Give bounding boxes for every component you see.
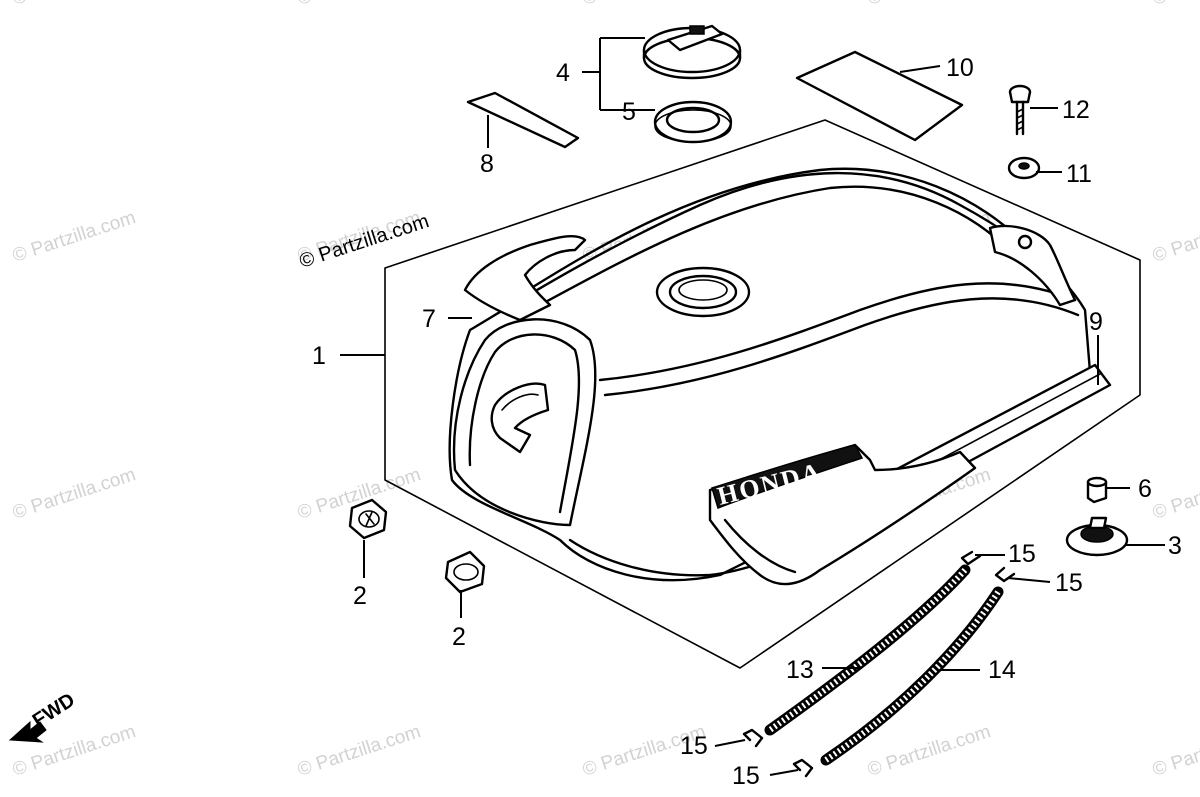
watermark-text: © Partzilla.com xyxy=(580,0,708,10)
callout-9: 9 xyxy=(1089,308,1103,336)
watermark-text: © Partzilla.com xyxy=(1150,464,1200,524)
front-pad[interactable] xyxy=(795,50,964,142)
callout-8: 8 xyxy=(480,150,494,178)
forward-label: FWD xyxy=(29,689,79,732)
callout-15-upper-a: 15 xyxy=(1008,540,1036,568)
watermark-text: © Partzilla.com xyxy=(295,0,423,10)
callout-3: 3 xyxy=(1168,532,1182,560)
assembly-outline xyxy=(384,119,1141,669)
fuel-cock[interactable] xyxy=(1065,516,1129,557)
callout-13: 13 xyxy=(786,656,814,684)
fuel-tank[interactable] xyxy=(448,167,1092,582)
callout-15-upper-b: 15 xyxy=(1055,569,1083,597)
callout-12: 12 xyxy=(1062,96,1090,124)
watermark-text: © Partzilla.com xyxy=(1150,0,1200,10)
leader-lines xyxy=(340,37,1165,776)
callout-11: 11 xyxy=(1066,160,1092,188)
callout-2-right: 2 xyxy=(452,623,466,651)
callout-15-lower-b: 15 xyxy=(732,762,760,790)
tank-emblem: HONDA xyxy=(708,443,977,586)
hose-clip-upper-1[interactable] xyxy=(960,550,982,566)
forward-arrow-icon xyxy=(8,720,47,743)
callout-5: 5 xyxy=(622,98,636,126)
watermark-text: © Partzilla.com xyxy=(10,207,138,267)
hose-clip-lower-2[interactable] xyxy=(792,758,814,778)
rear-pad[interactable] xyxy=(466,91,580,149)
watermark-text: © Partzilla.com xyxy=(865,721,993,781)
fuel-cap[interactable] xyxy=(642,24,742,80)
watermark-text: © Partzilla.com xyxy=(10,464,138,524)
watermark-text: © Partzilla.com xyxy=(10,0,138,10)
callout-7: 7 xyxy=(422,305,436,333)
side-decal[interactable] xyxy=(463,235,587,322)
forward-direction-indicator: FWD xyxy=(8,689,79,743)
watermark-text: © Partzilla.com xyxy=(1150,721,1200,781)
callout-15-lower-a: 15 xyxy=(680,732,708,760)
washer[interactable] xyxy=(1007,156,1041,180)
rubber-cushion-right[interactable] xyxy=(444,550,486,594)
watermark-text: © Partzilla.com xyxy=(865,0,993,10)
callout-10: 10 xyxy=(946,54,974,82)
callout-1: 1 xyxy=(312,342,326,370)
callout-labels: 1 2 2 3 4 5 6 7 8 9 10 11 12 13 14 15 15… xyxy=(312,54,1182,790)
fuel-hose-14[interactable] xyxy=(820,586,1004,766)
callout-4: 4 xyxy=(556,59,570,87)
hose-clip-lower-1[interactable] xyxy=(742,728,764,748)
drain-cap[interactable] xyxy=(1086,476,1108,504)
callout-6: 6 xyxy=(1138,475,1152,503)
callout-2-left: 2 xyxy=(353,582,367,610)
rubber-cushion-left[interactable] xyxy=(348,498,388,540)
watermark-text: © Partzilla.com xyxy=(1150,207,1200,267)
fuel-hose-13[interactable] xyxy=(764,564,971,736)
cap-gasket[interactable] xyxy=(653,100,733,144)
watermark-text: © Partzilla.com xyxy=(295,721,423,781)
bolt[interactable] xyxy=(1008,84,1032,136)
callout-14: 14 xyxy=(988,656,1016,684)
